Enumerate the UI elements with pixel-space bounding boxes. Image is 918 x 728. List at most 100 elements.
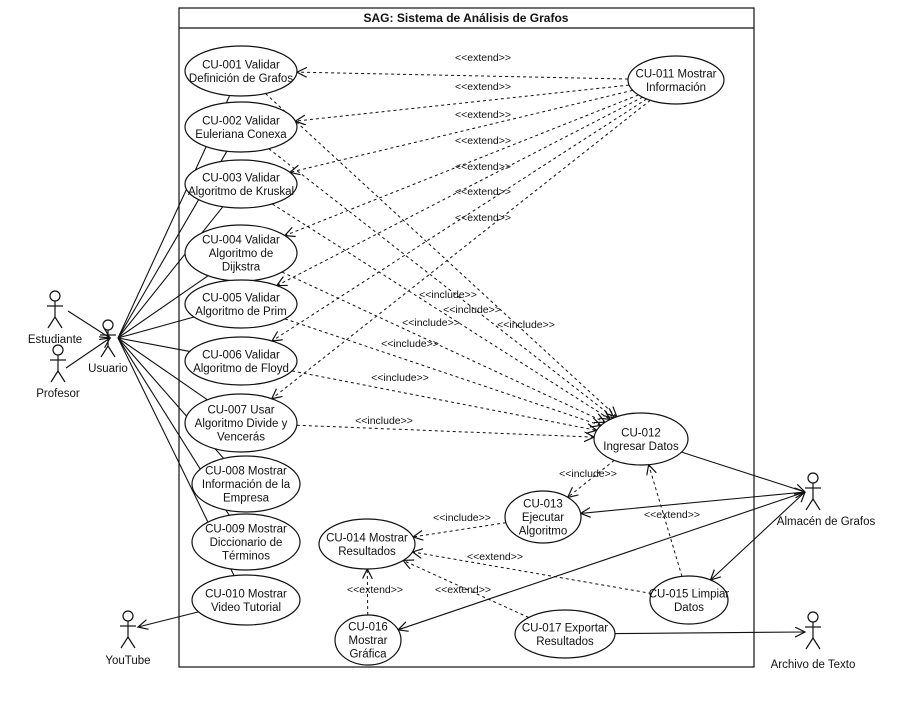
include-label: <<include>> [371,372,429,384]
generalization-profesor-usuario [65,338,110,369]
association-usuario-cu004 [117,275,209,339]
use-case-label: CU-006 Validar [202,349,280,361]
use-case-label: Algoritmo de [209,248,274,260]
extend-label: <<extend>> [455,135,511,147]
use-case-ellipse [514,609,616,659]
include-cu007-cu012 [296,424,594,437]
use-case-ellipse [627,55,725,105]
use-case-label: CU-007 Usar [207,405,274,417]
extend-cu011-cu006 [272,98,647,341]
generalization-estudiante-usuario [67,310,110,338]
use-case-label: Vencerás [217,432,265,444]
include-label: <<include>> [419,289,477,301]
extend-label: <<extend>> [455,161,511,173]
extend-cu015-cu014 [413,552,652,594]
use-case-ellipse [184,101,298,153]
extend-label: <<extend>> [455,186,511,198]
extend-label: <<extend>> [455,212,511,224]
actor-archivo[interactable]: Archivo de Texto [771,611,856,671]
extend-label: <<extend>> [644,509,700,521]
use-case-label: Ingresar Datos [603,441,679,453]
use-case-label: CU-010 Mostrar [205,588,287,600]
use-case-label: Información [646,82,706,94]
actor-label: Profesor [36,388,80,400]
include-cu005-cu012 [284,318,601,426]
actor-label: YouTube [105,655,150,667]
extend-label: <<extend>> [347,584,403,596]
use-case-label: Gráfica [349,649,387,661]
use-case-label: Euleriana Conexa [195,129,287,141]
use-case-label: CU-008 Mostrar [205,466,287,478]
use-case-label: Dijkstra [222,262,261,274]
include-label: <<include>> [559,468,617,480]
association-almacen-cu015 [711,492,805,580]
use-case-ellipse [184,159,298,209]
use-case-ellipse [184,393,298,453]
extend-label: <<extend>> [435,584,491,596]
include-label: <<include>> [355,415,413,427]
use-case-label: Algoritmo [519,526,568,538]
extend-label: <<extend>> [467,551,523,563]
association-almacen-cu016 [398,491,806,630]
actor-figure-icon [50,344,66,383]
actor-usuario[interactable]: Usuario [88,319,128,375]
association-cu017-archivo [614,632,805,634]
use-case-label: Datos [674,602,704,614]
use-case-label: CU-011 Mostrar [636,68,717,80]
extend-cu011-cu007 [272,99,651,398]
actor-figure-icon [47,290,63,329]
include-cu012-cu013 [568,459,615,497]
use-case-label: CU-001 Validar [202,59,280,71]
association-cu010-youtube [138,611,199,627]
include-label: <<include>> [402,317,460,329]
include-label: <<include>> [443,304,501,316]
use-case-label: Mostrar [349,635,388,647]
use-case-ellipse [334,614,402,666]
extend-label: <<extend>> [455,52,511,64]
include-label: <<include>> [381,338,439,350]
use-case-label: Resultados [536,636,594,648]
actor-almacen[interactable]: Almacén de Grafos [777,472,876,528]
include-label: <<include>> [497,319,555,331]
actor-youtube[interactable]: YouTube [105,610,151,667]
actor-profesor[interactable]: Profesor [36,344,80,400]
association-usuario-cu005 [117,316,195,339]
actor-figure-icon [100,319,116,358]
use-case-label: CU-003 Validar [202,172,280,184]
actor-label: Usuario [88,363,128,375]
use-case-label: Video Tutorial [211,602,281,614]
use-case-label: Algoritmo Divide y [195,418,288,430]
use-case-label: Diccionario de [210,537,283,549]
extend-cu011-cu002 [295,84,630,121]
include-label: <<include>> [433,512,491,524]
use-case-label: CU-012 [621,427,661,439]
actor-estudiante[interactable]: Estudiante [28,290,82,346]
use-case-ellipse [593,412,689,466]
use-case-ellipse [191,513,301,571]
actor-label: Almacén de Grafos [777,516,876,528]
use-case-label: Algoritmo de Floyd [193,363,289,375]
include-cu001-cu012 [265,93,616,416]
use-case-label: CU-004 Validar [202,235,280,247]
actor-figure-icon [805,611,821,650]
use-case-label: Información de la [202,479,291,491]
extend-cu015-cu012 [649,465,683,577]
